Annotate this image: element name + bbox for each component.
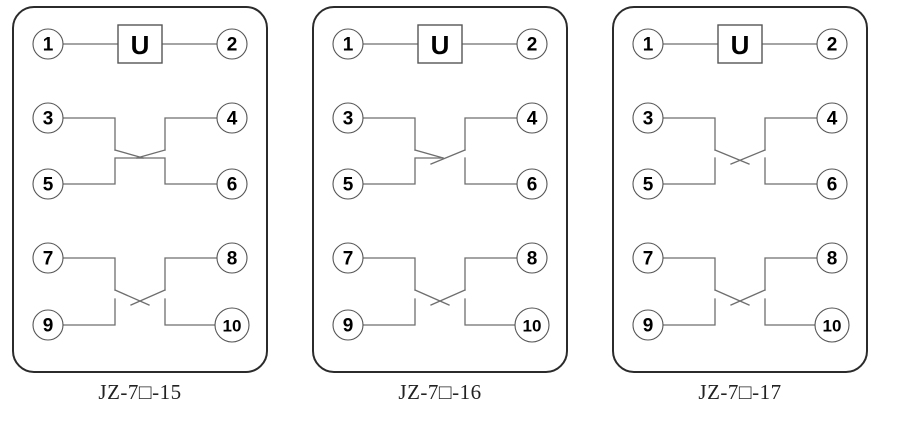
relay-panel-2 (612, 6, 868, 373)
diagram-caption-0: JZ-7□-15 (98, 380, 182, 404)
relay-panel-0 (12, 6, 268, 373)
diagram-caption-1: JZ-7□-16 (398, 380, 482, 404)
diagram-caption-2: JZ-7□-17 (698, 380, 782, 404)
relay-panel-1 (312, 6, 568, 373)
